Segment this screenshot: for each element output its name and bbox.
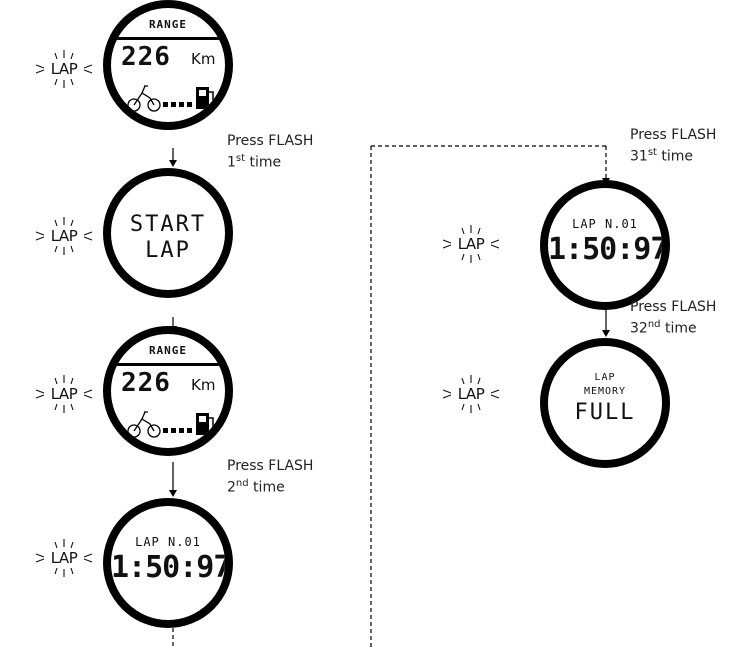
lap-flash-indicator: LAP	[441, 224, 501, 264]
note-count: 1st time	[227, 153, 282, 171]
press-flash-note: Press FLASH 32nd time	[630, 298, 716, 338]
note-text: Press FLASH	[227, 133, 314, 149]
lap-indicator-text: LAP	[50, 60, 78, 78]
flash-rays-icon	[442, 375, 500, 413]
lap-indicator-text: LAP	[457, 385, 485, 403]
lap-memory-full-dial: LAP MEMORY FULL	[540, 338, 670, 468]
lap-flash-indicator: LAP	[441, 374, 501, 414]
range-value: 226	[121, 368, 171, 398]
lap-memory-line2: MEMORY	[583, 386, 627, 397]
start-lap-dial: START LAP	[103, 168, 233, 298]
press-flash-note: Press FLASH 1st time	[227, 132, 313, 172]
range-header: RANGE	[111, 334, 225, 366]
lap-indicator-text: LAP	[50, 549, 78, 567]
range-label: RANGE	[148, 344, 188, 357]
lap-flash-indicator: LAP	[34, 49, 94, 89]
lap-indicator-text: LAP	[50, 227, 78, 245]
lap-time: 1:50:97	[548, 232, 668, 267]
range-display-dial: RANGE 226 Km	[103, 0, 233, 130]
range-header: RANGE	[111, 8, 225, 40]
note-count: 2nd time	[227, 478, 285, 496]
note-text: Press FLASH	[630, 299, 717, 315]
press-flash-note: Press FLASH 2nd time	[227, 457, 313, 497]
range-label: RANGE	[148, 18, 188, 31]
start-lap-line2: LAP	[145, 238, 191, 263]
lap-number: LAP N.01	[135, 535, 201, 549]
press-flash-note: Press FLASH 31st time	[630, 126, 716, 166]
lap-number: LAP N.01	[572, 217, 638, 231]
lap-flash-indicator: LAP	[34, 374, 94, 414]
lap-time-dial: LAP N.01 1:50:97	[540, 180, 670, 310]
lap-memory-line3: FULL	[574, 400, 636, 425]
flash-rays-icon	[35, 217, 93, 255]
lap-time-dial: LAP N.01 1:50:97	[103, 498, 233, 628]
range-unit: Km	[191, 376, 216, 394]
bike-to-fuel-icon	[127, 85, 214, 112]
lap-indicator-text: LAP	[457, 235, 485, 253]
flash-rays-icon	[442, 225, 500, 263]
bike-to-fuel-icon	[127, 411, 214, 438]
lap-indicator-text: LAP	[50, 385, 78, 403]
arrow-head-3	[169, 490, 177, 497]
lap-time: 1:50:97	[111, 550, 231, 585]
lap-memory-line1: LAP	[594, 372, 616, 383]
lap-flash-indicator: LAP	[34, 538, 94, 578]
flash-rays-icon	[35, 375, 93, 413]
note-text: Press FLASH	[630, 127, 717, 143]
flash-rays-icon	[35, 539, 93, 577]
note-count: 31st time	[630, 147, 694, 165]
arrow-head-1	[169, 160, 177, 167]
note-count: 32nd time	[630, 319, 697, 337]
start-lap-line1: START	[129, 212, 207, 237]
arrow-head-5	[602, 330, 610, 337]
lap-flash-indicator: LAP	[34, 216, 94, 256]
range-unit: Km	[191, 50, 216, 68]
range-value: 226	[121, 42, 171, 72]
flash-rays-icon	[35, 50, 93, 88]
range-display-dial: RANGE 226 Km	[103, 326, 233, 456]
note-text: Press FLASH	[227, 458, 314, 474]
